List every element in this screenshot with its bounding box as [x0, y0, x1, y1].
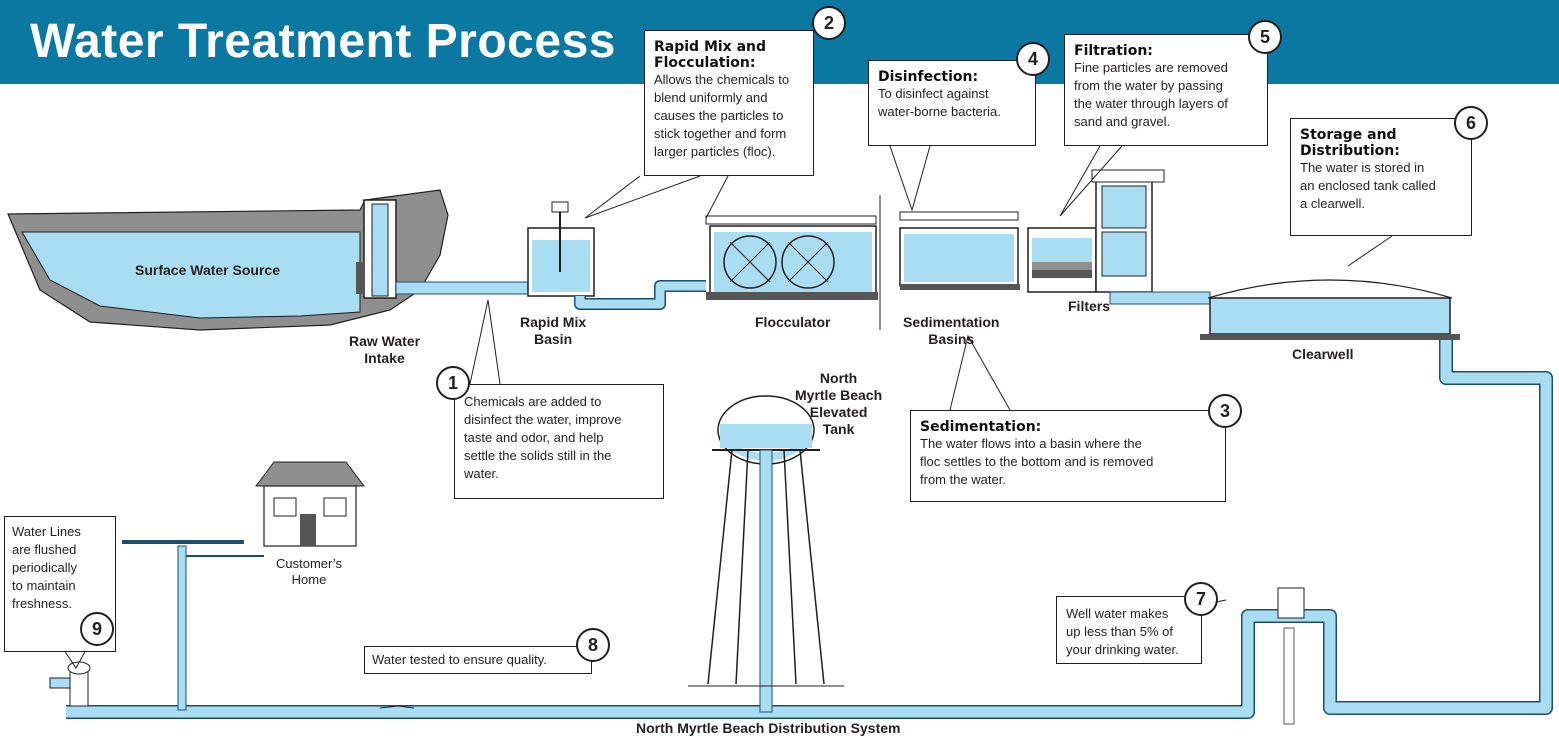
badge-step-1: 1 — [436, 366, 470, 400]
badge-step-8: 8 — [576, 628, 610, 662]
elevated-tank — [688, 395, 844, 713]
callout-step-8-text: Water tested to ensure quality. — [372, 652, 547, 667]
well — [1277, 587, 1305, 725]
filter-to-clearwell-pipe — [1109, 291, 1211, 305]
callout-step-6-text: The water is stored in an enclosed tank … — [1300, 160, 1436, 211]
callout-step-4: Disinfection: To disinfect against water… — [868, 60, 1036, 146]
rapid-mix-to-flocculator-pipe — [574, 280, 706, 310]
service-line — [122, 540, 244, 711]
flocculator — [705, 215, 878, 300]
callout-step-5-heading: Filtration: — [1074, 43, 1153, 59]
callout-step-7-text: Well water makes up less than 5% of your… — [1066, 606, 1179, 657]
label-distribution-system: North Myrtle Beach Distribution System — [636, 720, 901, 736]
badge-step-9: 9 — [80, 612, 114, 646]
callout-step-3-heading: Sedimentation: — [920, 419, 1042, 435]
callout-step-5: Filtration: Fine particles are removed f… — [1064, 34, 1268, 146]
badge-step-5: 5 — [1248, 20, 1282, 54]
callout-pointers — [63, 145, 1393, 709]
callout-step-5-text: Fine particles are removed from the wate… — [1074, 60, 1228, 129]
callout-step-9-text: Water Lines are flushed periodically to … — [12, 524, 81, 611]
label-surface-water: Surface Water Source — [135, 262, 280, 278]
raw-water-intake — [356, 199, 397, 299]
badge-step-6: 6 — [1454, 106, 1488, 140]
badge-step-4: 4 — [1016, 42, 1050, 76]
badge-step-2: 2 — [812, 6, 846, 40]
callout-step-6: Storage and Distribution: The water is s… — [1290, 118, 1472, 236]
clearwell — [1200, 279, 1460, 340]
label-customers-home: Customer’s Home — [276, 556, 342, 587]
callout-step-3-text: The water flows into a basin where the f… — [920, 436, 1154, 487]
callout-step-6-heading: Storage and Distribution: — [1300, 127, 1400, 159]
callout-step-7: Well water makes up less than 5% of your… — [1056, 596, 1202, 664]
sedimentation-basin — [899, 211, 1020, 290]
page-title: Water Treatment Process — [30, 15, 616, 68]
badge-step-7: 7 — [1184, 582, 1218, 616]
callout-step-3: Sedimentation: The water flows into a ba… — [910, 410, 1226, 502]
callout-step-8: Water tested to ensure quality. — [364, 646, 592, 674]
badge-step-3: 3 — [1208, 394, 1242, 428]
callout-step-1: Chemicals are added to disinfect the wat… — [454, 384, 664, 499]
callout-step-1-text: Chemicals are added to disinfect the wat… — [464, 394, 622, 481]
callout-step-2: Rapid Mix and Flocculation: Allows the c… — [644, 30, 814, 176]
label-flocculator: Flocculator — [755, 314, 831, 330]
callout-step-2-heading: Rapid Mix and Flocculation: — [654, 39, 767, 71]
customers-home — [182, 461, 365, 557]
label-elevated-tank: North Myrtle Beach Elevated Tank — [795, 370, 883, 437]
fire-hydrant — [49, 661, 91, 707]
surface-water-source — [7, 189, 449, 331]
filters — [1027, 169, 1165, 293]
label-sedimentation-basins: Sedimentation Basins — [903, 314, 1000, 347]
distribution-main-pipe — [66, 340, 1553, 719]
raw-water-pipe — [395, 281, 531, 295]
rapid-mix-basin — [527, 201, 595, 297]
label-rapid-mix-basin: Rapid Mix Basin — [520, 314, 587, 347]
callout-step-4-heading: Disinfection: — [878, 69, 979, 85]
label-filters: Filters — [1068, 298, 1111, 314]
callout-step-2-text: Allows the chemicals to blend uniformly … — [654, 72, 790, 159]
label-clearwell: Clearwell — [1292, 346, 1354, 362]
callout-step-4-text: To disinfect against water-borne bacteri… — [878, 86, 1001, 119]
label-raw-water-intake: Raw Water Intake — [349, 333, 421, 366]
